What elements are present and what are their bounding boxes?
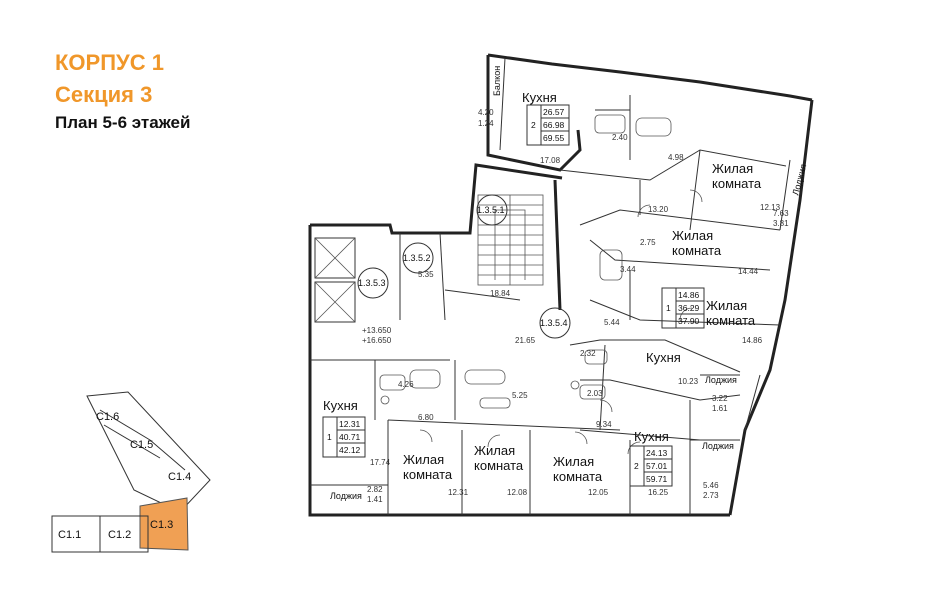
area-labels: 17.08 4.20 1.24 2.40 4.98 12.13 7.63 3.8…: [367, 108, 789, 504]
svg-text:16.25: 16.25: [648, 488, 669, 497]
stair-label-2: 1.3.5.2: [403, 253, 431, 263]
svg-text:2: 2: [531, 120, 536, 130]
elevators: [314, 237, 356, 323]
stair-marker-2: [402, 242, 434, 274]
svg-text:2.82: 2.82: [367, 485, 383, 494]
svg-text:2.73: 2.73: [703, 491, 719, 500]
svg-text:59.71: 59.71: [646, 474, 668, 484]
svg-text:14.44: 14.44: [738, 267, 759, 276]
svg-text:1: 1: [327, 432, 332, 442]
apt-table-top: 2 26.57 66.98 69.55: [526, 104, 570, 146]
svg-text:12.05: 12.05: [588, 488, 609, 497]
stair-marker-4: [539, 307, 571, 339]
room-label-kitchen-mid: Кухня: [646, 350, 681, 365]
svg-text:36.29: 36.29: [678, 303, 700, 313]
svg-text:13.20: 13.20: [648, 205, 669, 214]
svg-text:57.01: 57.01: [646, 461, 668, 471]
svg-text:26.57: 26.57: [543, 107, 565, 117]
svg-text:1.41: 1.41: [367, 495, 383, 504]
svg-text:10.23: 10.23: [678, 377, 699, 386]
fixtures: [379, 114, 672, 409]
stairwell: [477, 194, 544, 286]
stair-label-3: 1.3.5.3: [358, 278, 386, 288]
svg-text:42.12: 42.12: [339, 445, 361, 455]
svg-text:2: 2: [634, 461, 639, 471]
svg-text:3.44: 3.44: [620, 265, 636, 274]
svg-text:12.31: 12.31: [339, 419, 361, 429]
room-label-balcony: Балкон: [492, 66, 502, 96]
svg-text:9.34: 9.34: [596, 420, 612, 429]
room-label-kitchen-top: Кухня: [522, 90, 557, 105]
svg-text:12.31: 12.31: [448, 488, 469, 497]
room-label-kitchen-left: Кухня: [323, 398, 358, 413]
keyplan-label-c16: C1.6: [96, 411, 119, 423]
svg-text:2.40: 2.40: [612, 133, 628, 142]
svg-text:18.84: 18.84: [490, 289, 511, 298]
apt-table-left: 1 12.31 40.71 42.12: [322, 416, 366, 458]
room-label-kitchen-bottom: Кухня: [634, 429, 669, 444]
apt-table-mid: 1 14.86 36.29 37.90: [661, 287, 705, 329]
svg-text:69.55: 69.55: [543, 133, 565, 143]
svg-text:5.46: 5.46: [703, 481, 719, 490]
stair-marker-1: [476, 194, 508, 226]
svg-text:17.74: 17.74: [370, 458, 391, 467]
stair-label-4: 1.3.5.4: [540, 318, 568, 328]
svg-text:21.65: 21.65: [515, 336, 536, 345]
key-plan: C1.6 C1.5 C1.4 C1.1 C1.2 C1.3: [51, 391, 211, 553]
svg-text:24.13: 24.13: [646, 448, 668, 458]
elevation-2: +16.650: [362, 336, 392, 345]
room-label-loggia-3: Лоджия: [330, 491, 362, 501]
svg-text:5.35: 5.35: [418, 270, 434, 279]
svg-text:66.98: 66.98: [543, 120, 565, 130]
room-label-loggia-4: Лоджия: [790, 163, 808, 197]
svg-text:17.08: 17.08: [540, 156, 561, 165]
svg-text:37.90: 37.90: [678, 316, 700, 326]
svg-text:5.25: 5.25: [512, 391, 528, 400]
svg-text:12.13: 12.13: [760, 203, 781, 212]
keyplan-label-c14: C1.4: [168, 471, 191, 483]
svg-text:12.08: 12.08: [507, 488, 528, 497]
floor-plan-title: План 5-6 этажей: [55, 113, 191, 132]
keyplan-label-c13: C1.3: [150, 519, 173, 531]
svg-text:1.24: 1.24: [478, 119, 494, 128]
svg-text:1: 1: [666, 303, 671, 313]
svg-text:5.44: 5.44: [604, 318, 620, 327]
keyplan-wing: [86, 391, 211, 513]
svg-text:1.61: 1.61: [712, 404, 728, 413]
apt-table-bottom: 2 24.13 57.01 59.71: [629, 445, 673, 487]
svg-text:6.80: 6.80: [418, 413, 434, 422]
svg-text:7.63: 7.63: [773, 209, 789, 218]
svg-text:3.81: 3.81: [773, 219, 789, 228]
svg-text:14.86: 14.86: [742, 336, 763, 345]
elevation-1: +13.650: [362, 326, 392, 335]
building-title: КОРПУС 1: [55, 50, 164, 75]
svg-text:4.98: 4.98: [668, 153, 684, 162]
svg-text:14.86: 14.86: [678, 290, 700, 300]
keyplan-label-c15: C1.5: [130, 439, 153, 451]
section-title: Секция 3: [55, 82, 153, 107]
svg-text:2.03: 2.03: [587, 389, 603, 398]
building-outline: [308, 53, 814, 517]
room-label-loggia-1: Лоджия: [705, 375, 737, 385]
keyplan-block-c13[interactable]: [139, 497, 189, 551]
svg-text:4.26: 4.26: [398, 380, 414, 389]
interior-walls: [310, 57, 791, 515]
svg-text:4.20: 4.20: [478, 108, 494, 117]
svg-text:40.71: 40.71: [339, 432, 361, 442]
keyplan-label-c12: C1.2: [108, 529, 131, 541]
svg-text:2.75: 2.75: [640, 238, 656, 247]
room-label-loggia-2: Лоджия: [702, 441, 734, 451]
svg-text:2.32: 2.32: [580, 349, 596, 358]
stair-marker-3: [357, 267, 389, 299]
stair-label-1: 1.3.5.1: [477, 205, 505, 215]
keyplan-label-c11: C1.1: [58, 529, 81, 541]
svg-text:3.22: 3.22: [712, 394, 728, 403]
